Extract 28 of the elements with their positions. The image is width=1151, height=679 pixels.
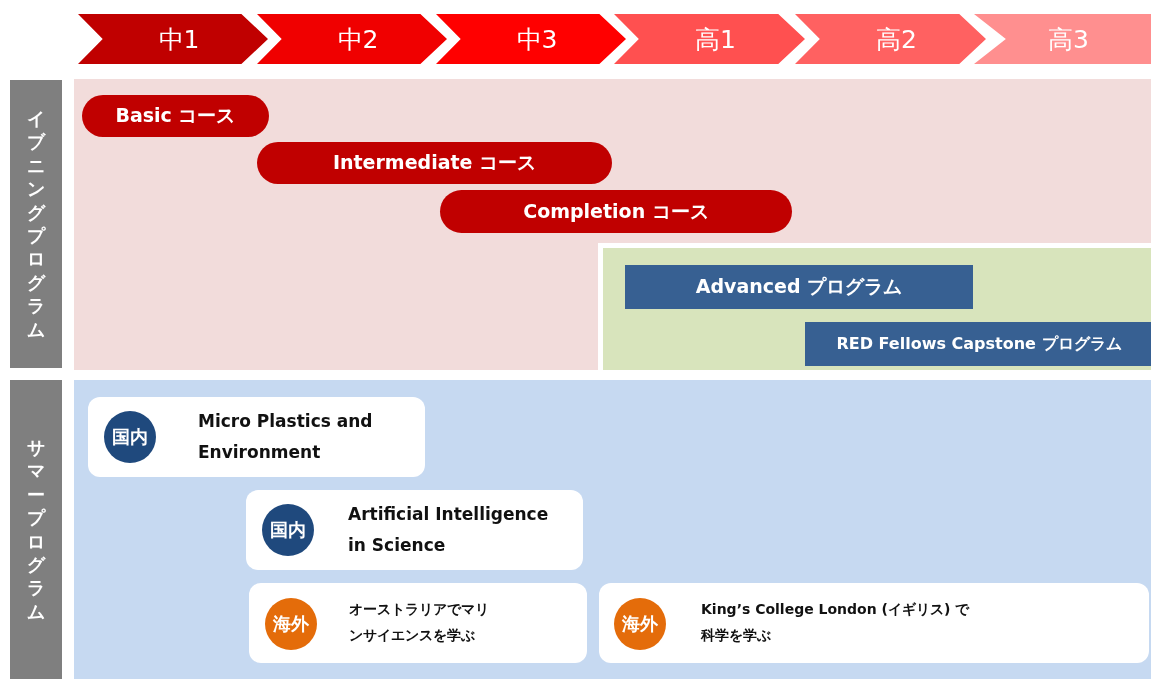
program-card	[599, 583, 1149, 663]
badge-circle: 国内	[262, 504, 314, 556]
badge-circle: 海外	[614, 598, 666, 650]
program-card	[249, 583, 587, 663]
badge-circle: 国内	[104, 411, 156, 463]
program-bar: Advanced プログラム	[625, 265, 973, 309]
side-label: イブニングプログラム	[10, 80, 62, 368]
grade-header: 中2	[257, 14, 447, 64]
card-title: Micro Plastics and Environment	[198, 409, 374, 464]
card-title: King’s College London (イギリス) で科学を学ぶ	[701, 600, 971, 645]
course-bar: Completion コース	[440, 190, 792, 233]
band-background	[74, 380, 1151, 679]
program-bar: RED Fellows Capstone プログラム	[805, 322, 1151, 366]
grade-header: 高2	[795, 14, 986, 64]
course-bar: Intermediate コース	[257, 142, 612, 184]
program-card	[246, 490, 583, 570]
side-label: サマープログラム	[10, 380, 62, 679]
grade-header: 中3	[436, 14, 626, 64]
band-background	[74, 79, 1151, 370]
band-background	[598, 243, 1151, 370]
program-card	[88, 397, 425, 477]
grade-header: 高3	[974, 14, 1151, 64]
card-title: オーストラリアでマリンサイエンスを学ぶ	[349, 600, 490, 645]
grade-header: 中1	[78, 14, 268, 64]
grade-header: 高1	[614, 14, 805, 64]
course-bar: Basic コース	[82, 95, 269, 137]
card-title: Artificial Intelligence in Science	[348, 502, 550, 557]
badge-circle: 海外	[265, 598, 317, 650]
